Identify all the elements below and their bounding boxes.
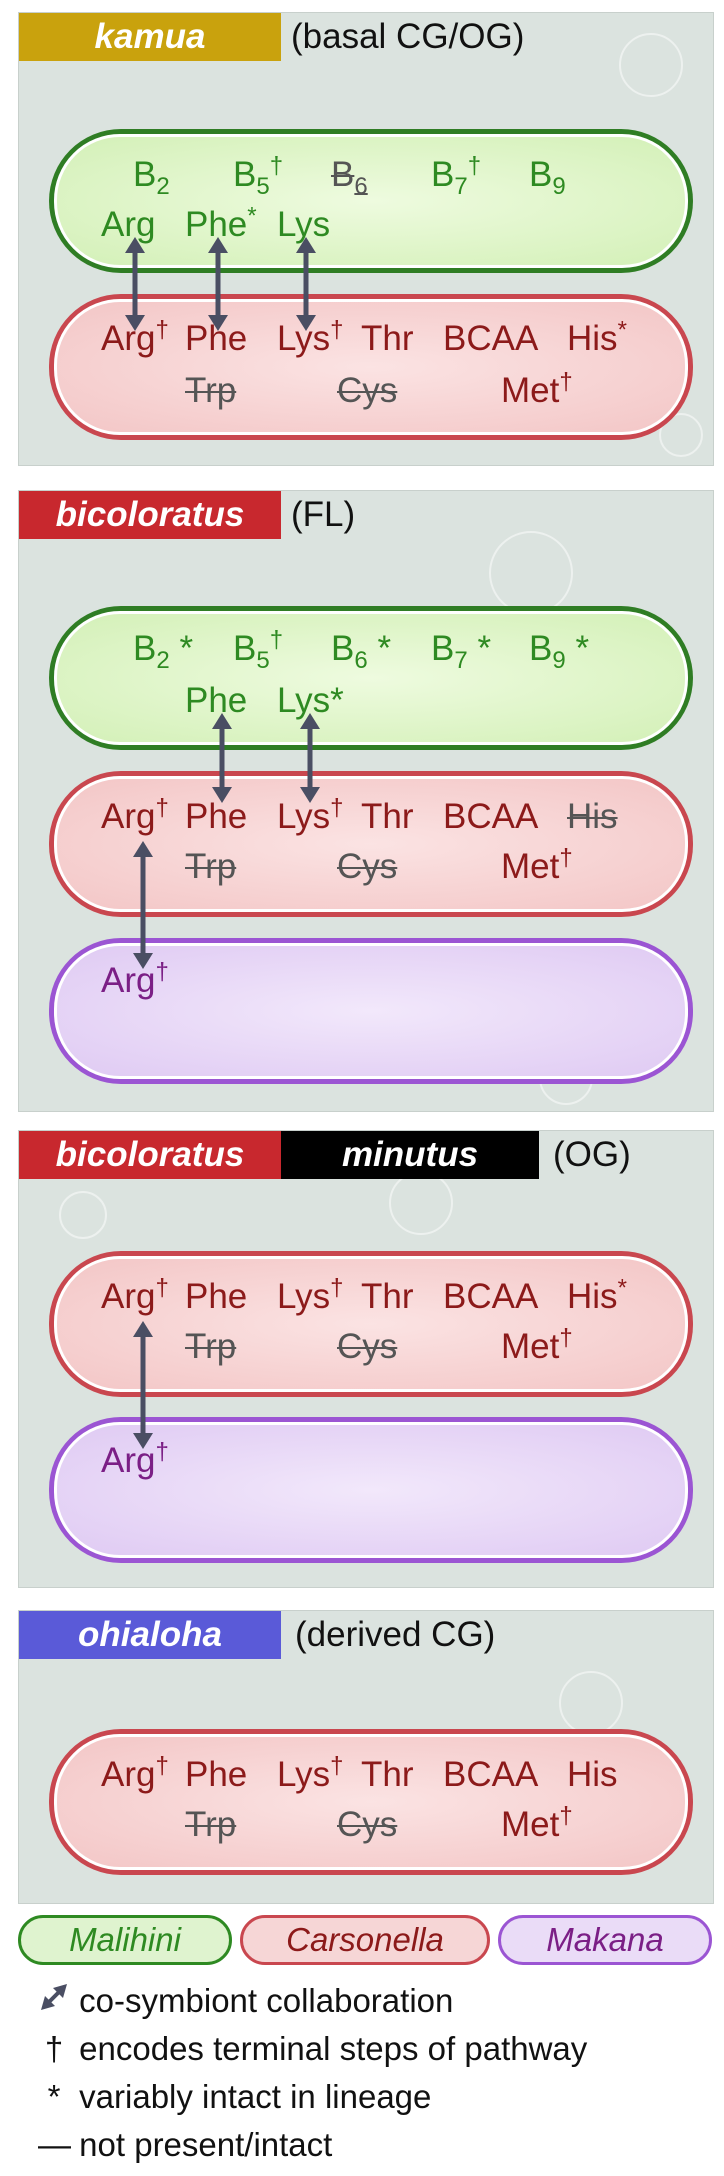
lineage-tag: ohialoha [19,1611,281,1659]
legend-text: encodes terminal steps of pathway [79,2030,588,2067]
carsonella-cys-absent: Cys [337,847,398,886]
carsonella-arg: Arg† [101,794,169,836]
panel-bicoloratus-minutus: bicoloratus minutus (OG) Arg† Phe Lys† T… [18,1130,714,1588]
makana-arg: Arg† [101,1438,169,1480]
carsonella-trp-absent: Trp [185,847,237,886]
makana-arg: Arg† [101,958,169,1000]
carsonella-met: Met† [501,844,573,886]
carsonella-arg: Arg† [101,316,169,358]
carsonella-phe: Phe [185,1277,248,1316]
legend-malihini: Malihini [18,1915,232,1965]
lineage-subtitle: (basal CG/OG) [291,17,525,56]
vitamin-b9: B9 [529,155,566,200]
lineage-tag: bicoloratus [19,491,281,539]
legend-text: variably intact in lineage [79,2078,432,2115]
carsonella-phe: Phe [185,1755,248,1794]
carsonella-trp-absent: Trp [185,1805,237,1844]
legend-item-dagger: † encodes terminal steps of pathway [38,2030,587,2068]
collaboration-arrows [133,713,320,969]
legend-text: co-symbiont collaboration [79,1982,454,2019]
carsonella-bcaa: BCAA [443,797,539,836]
carsonella-arg: Arg† [101,1752,169,1794]
carsonella-his: His* [567,1274,627,1316]
malihini-cell [49,606,693,750]
malihini-arg: Arg [101,205,156,244]
makana-cell [49,938,693,1084]
star-symbol: * [47,2078,61,2115]
lineage-tag-2: minutus [281,1131,539,1179]
malihini-phe: Phe [185,681,248,720]
carsonella-arg: Arg† [101,1274,169,1316]
collaboration-arrows [133,1321,153,1449]
carsonella-bcaa: BCAA [443,1755,539,1794]
vitamin-b2: B2 [133,155,170,200]
carsonella-thr: Thr [361,319,414,358]
carsonella-met: Met† [501,1324,573,1366]
dagger-symbol: † [44,2030,64,2067]
carsonella-met: Met† [501,1802,573,1844]
malihini-phe: Phe* [185,202,257,244]
carsonella-cys-absent: Cys [337,371,398,410]
carsonella-bcaa: BCAA [443,319,539,358]
carsonella-his-absent: His [567,797,618,836]
carsonella-met: Met† [501,368,573,410]
carsonella-cys-absent: Cys [337,1327,398,1366]
lineage-subtitle: (FL) [291,495,356,534]
panel-bicoloratus-fl: bicoloratus (FL) B2 * B5† B6 * B7 * B9 *… [18,490,714,1112]
carsonella-thr: Thr [361,1277,414,1316]
malihini-cell [49,129,693,273]
carsonella-trp-absent: Trp [185,371,237,410]
makana-cell [49,1417,693,1563]
malihini-lys: Lys [277,205,331,244]
legend-item-star: * variably intact in lineage [38,2078,432,2116]
legend-makana: Makana [498,1915,712,1965]
carsonella-bcaa: BCAA [443,1277,539,1316]
dash-symbol: — [38,2126,71,2163]
vitamin-b7: B7† [431,152,482,200]
lineage-subtitle: (derived CG) [295,1615,496,1654]
carsonella-his: His* [567,316,627,358]
panel-kamua: kamua (basal CG/OG) B2 B5† B6 B7† B9 Arg… [18,12,714,466]
carsonella-lys: Lys† [277,794,344,836]
carsonella-lys: Lys† [277,1752,344,1794]
vitamin-b6-absent: B6 [331,155,368,200]
lineage-tag: kamua [19,13,281,61]
lineage-tag: bicoloratus [19,1131,281,1179]
carsonella-thr: Thr [361,797,414,836]
carsonella-cys-absent: Cys [337,1805,398,1844]
vitamin-b7: B7 * [431,629,492,674]
vitamin-b9: B9 * [529,629,590,674]
carsonella-cell [49,1251,693,1397]
panel-ohialoha: ohialoha (derived CG) Arg† Phe Lys† Thr … [18,1610,714,1904]
lineage-subtitle: (OG) [553,1135,631,1174]
carsonella-phe: Phe [185,797,248,836]
legend-carsonella: Carsonella [240,1915,490,1965]
malihini-lys: Lys* [277,681,344,720]
carsonella-cell [49,294,693,440]
double-arrow-icon [38,1982,70,2020]
carsonella-thr: Thr [361,1755,414,1794]
legend-item-collaboration: co-symbiont collaboration [38,1982,453,2020]
legend-item-dash: — not present/intact [38,2126,332,2164]
vitamin-b5: B5† [233,626,284,674]
vitamin-b5: B5† [233,152,284,200]
carsonella-lys: Lys† [277,1274,344,1316]
vitamin-b6: B6 * [331,629,392,674]
carsonella-his: His [567,1755,618,1794]
legend-text: not present/intact [79,2126,333,2163]
collaboration-arrows [125,237,316,331]
vitamin-b2: B2 * [133,629,194,674]
carsonella-cell [49,771,693,917]
carsonella-trp-absent: Trp [185,1327,237,1366]
carsonella-cell [49,1729,693,1875]
